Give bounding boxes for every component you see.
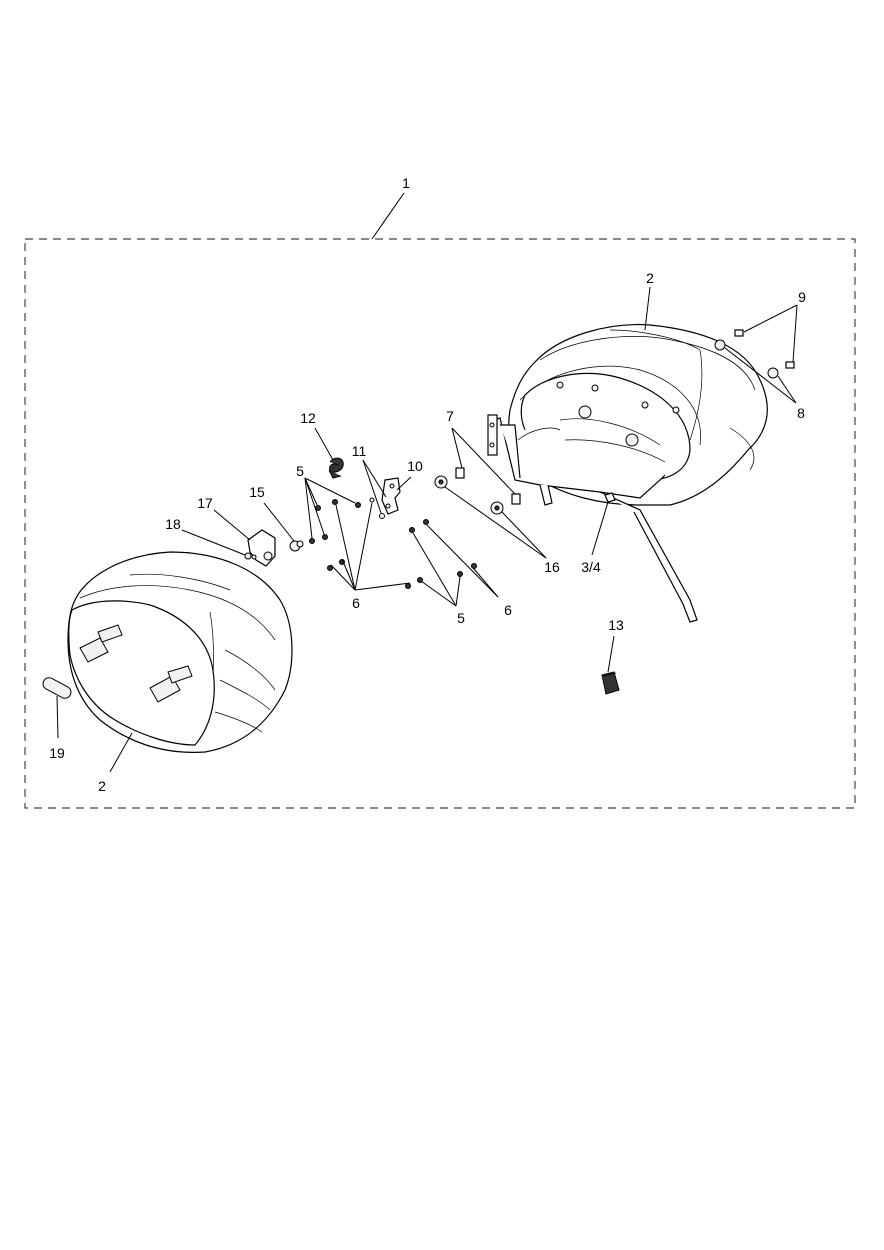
callout-5-bottom: 5	[457, 610, 465, 626]
callout-6-right: 6	[504, 602, 512, 618]
callout-1: 1	[402, 175, 410, 191]
callout-13: 13	[608, 617, 624, 633]
reflector	[42, 677, 72, 699]
callout-17: 17	[197, 495, 213, 511]
callout-6-left: 6	[352, 595, 360, 611]
callout-15: 15	[249, 484, 265, 500]
pad	[601, 671, 620, 695]
mounting-rail	[487, 414, 698, 623]
kit-boundary	[24, 238, 856, 809]
hardware	[244, 329, 795, 589]
callout-19: 19	[49, 745, 65, 761]
callout-8: 8	[797, 405, 805, 421]
callout-10: 10	[407, 458, 423, 474]
leader-lines	[56, 192, 798, 773]
callout-3-4: 3/4	[581, 559, 601, 575]
callout-9: 9	[798, 289, 806, 305]
callout-18: 18	[165, 516, 181, 532]
callout-11: 11	[352, 443, 367, 459]
callout-16: 16	[544, 559, 560, 575]
callout-5-top: 5	[296, 463, 304, 479]
callout-2-right: 2	[646, 270, 654, 286]
callout-2-left: 2	[98, 778, 106, 794]
callout-7: 7	[446, 408, 454, 424]
callout-12: 12	[300, 410, 316, 426]
left-pannier	[67, 551, 293, 753]
